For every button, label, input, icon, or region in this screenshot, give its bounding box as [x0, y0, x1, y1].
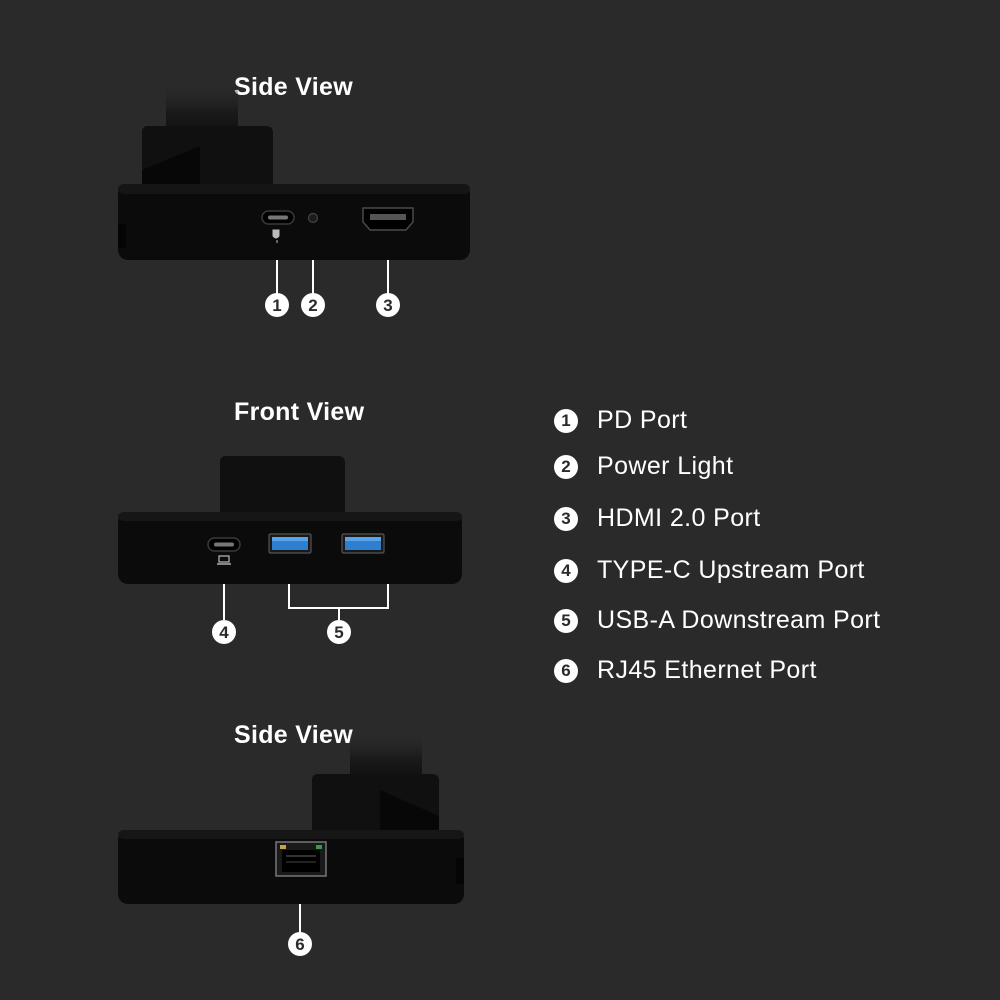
callout-4: 4	[212, 620, 236, 644]
legend-item-rj45-ethernet: 6 RJ45 Ethernet Port	[554, 656, 817, 685]
legend-number: 4	[554, 558, 578, 583]
legend-label: HDMI 2.0 Port	[597, 504, 761, 532]
callout-2: 2	[301, 293, 325, 317]
callout-5: 5	[327, 620, 351, 644]
legend-label: USB-A Downstream Port	[597, 606, 881, 634]
legend-label: RJ45 Ethernet Port	[597, 656, 817, 684]
legend-item-power-light: 2 Power Light	[554, 452, 733, 481]
mount-collar	[220, 456, 345, 516]
callout-5-label: 5	[334, 623, 343, 642]
power-light	[307, 212, 319, 224]
legend-number: 2	[554, 454, 578, 479]
side-view-bottom-diagram: 6	[118, 732, 464, 956]
side-view-title-bottom: Side View	[234, 721, 353, 749]
callout-1-label: 1	[272, 296, 281, 315]
side-view-top-diagram: 1 2 3	[118, 82, 470, 317]
hub-body	[118, 184, 470, 260]
legend-item-usb-a-downstream: 5 USB-A Downstream Port	[554, 606, 881, 635]
legend-item-pd-port: 1 PD Port	[554, 406, 687, 435]
callout-3: 3	[376, 293, 400, 317]
legend-label: Power Light	[597, 452, 734, 480]
rj45-port	[275, 841, 327, 877]
legend-label: TYPE-C Upstream Port	[597, 556, 865, 584]
legend-item-hdmi-port: 3 HDMI 2.0 Port	[554, 504, 761, 533]
side-view-title-top: Side View	[234, 73, 353, 101]
legend-item-type-c-upstream: 4 TYPE-C Upstream Port	[554, 556, 865, 585]
usb-a-port-1	[268, 533, 312, 554]
legend-number: 1	[554, 408, 578, 433]
callout-4-label: 4	[219, 623, 229, 642]
callout-1: 1	[265, 293, 289, 317]
legend-number: 3	[554, 506, 578, 531]
callout-6-label: 6	[295, 935, 304, 954]
legend-number: 5	[554, 608, 578, 633]
laptop-icon	[217, 555, 231, 565]
legend-number: 6	[554, 658, 578, 683]
callout-2-label: 2	[308, 296, 317, 315]
front-view-title: Front View	[234, 398, 365, 426]
legend-label: PD Port	[597, 406, 688, 434]
mount-arm	[350, 732, 422, 776]
callout-3-label: 3	[383, 296, 392, 315]
usb-a-port-2	[341, 533, 385, 554]
front-view-diagram: 4 5	[118, 456, 462, 644]
mount-arm	[166, 82, 238, 132]
callout-6: 6	[288, 932, 312, 956]
power-plug-icon	[272, 229, 280, 243]
